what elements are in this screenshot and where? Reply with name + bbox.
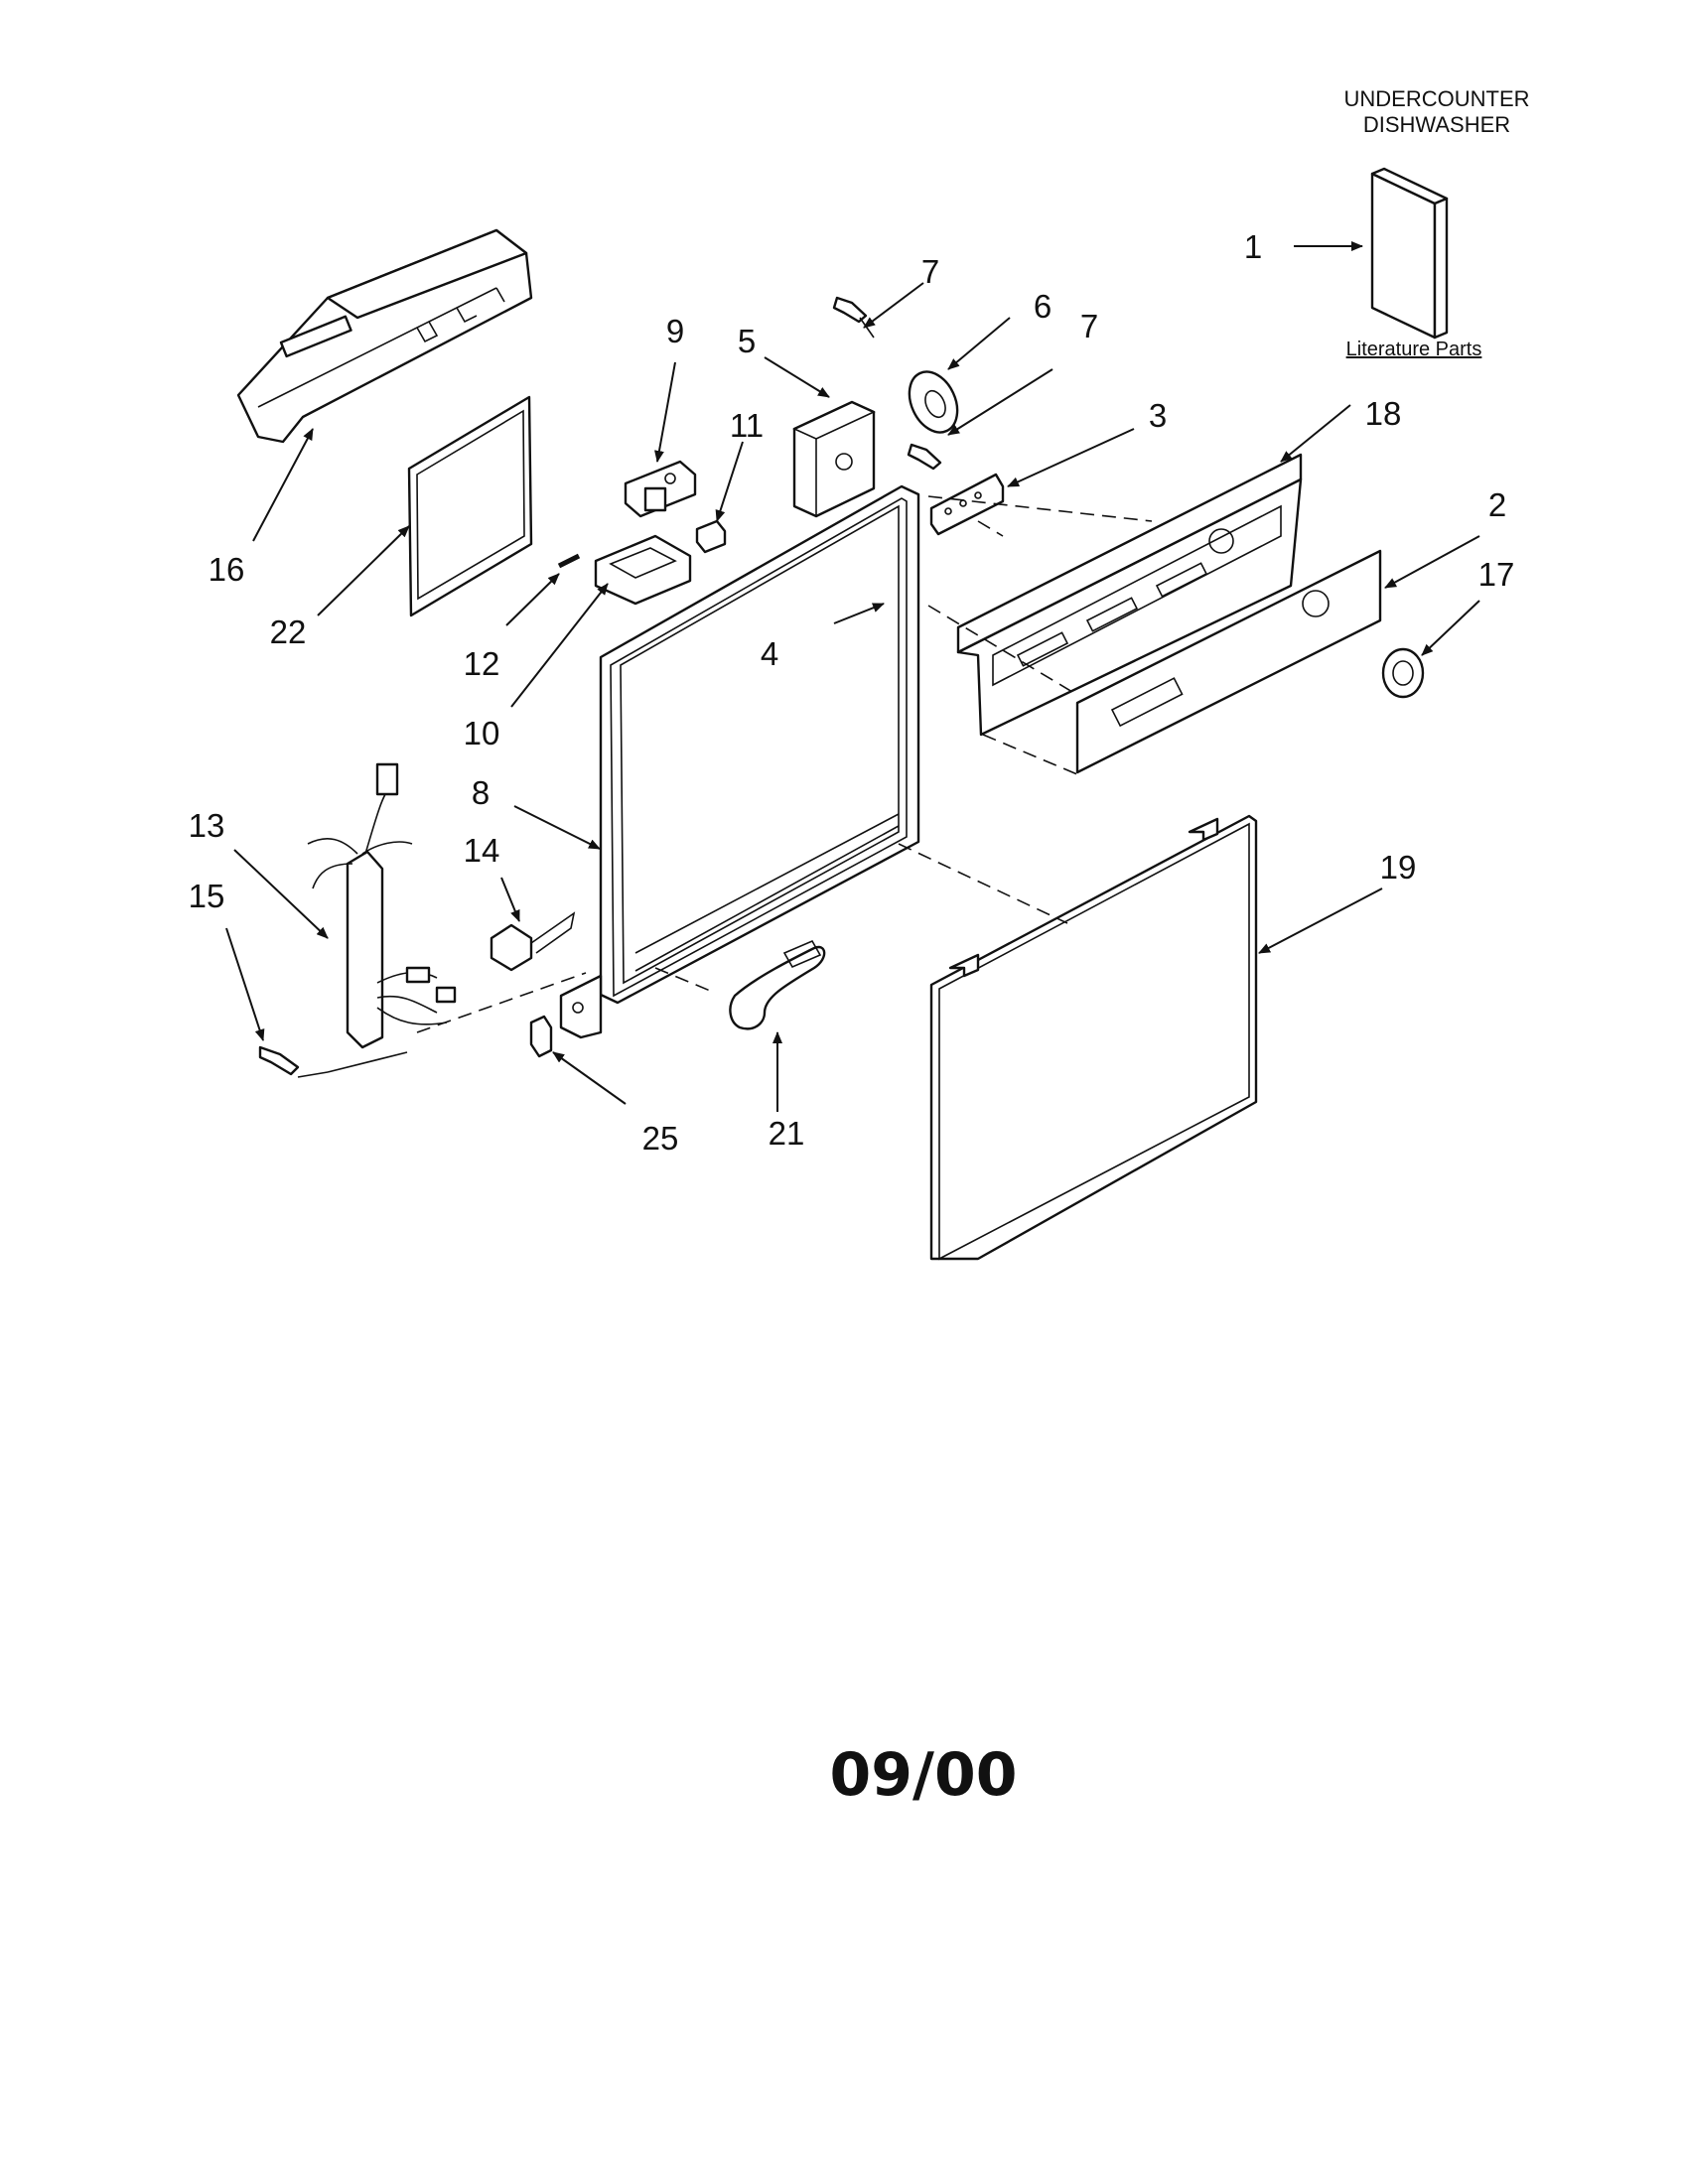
callout-12: 12	[464, 645, 500, 682]
part-19-door-panel	[929, 814, 1258, 1261]
callout-9: 9	[666, 313, 684, 349]
part-10-bracket	[594, 534, 692, 606]
part-12-pin	[557, 553, 581, 569]
callout-10: 10	[464, 715, 500, 751]
callout-18: 18	[1365, 395, 1402, 432]
literature-booklet	[1370, 167, 1449, 340]
part-5-timer	[792, 400, 876, 518]
callout-21: 21	[769, 1115, 805, 1152]
callout-15: 15	[189, 878, 225, 914]
callout-14: 14	[464, 832, 500, 869]
part-6-dial	[908, 370, 959, 434]
part-17-knob	[1381, 647, 1425, 699]
footer-date: 09/00	[830, 1740, 1018, 1810]
callout-5: 5	[738, 323, 756, 359]
callout-4: 4	[761, 635, 778, 672]
part-7-screw-top	[832, 296, 875, 339]
literature-parts-label: Literature Parts	[1346, 339, 1482, 360]
callout-1: 1	[1244, 228, 1262, 265]
part-11-clip	[695, 519, 727, 554]
diagram-title-line2: DISHWASHER	[1363, 112, 1510, 137]
callout-3: 3	[1149, 397, 1167, 434]
part-7-screw-mid	[907, 443, 942, 471]
part-13-wire-harness	[307, 762, 457, 1049]
part-18-control-panel	[956, 453, 1303, 737]
callout-25: 25	[642, 1120, 679, 1157]
callout-16: 16	[209, 551, 245, 588]
callout-7-mid: 7	[1080, 308, 1098, 344]
part-15-screw	[258, 1045, 300, 1076]
callout-11: 11	[730, 407, 764, 444]
callout-8: 8	[472, 774, 490, 811]
part-21-clip	[729, 939, 826, 1030]
part-25-plug	[529, 1015, 553, 1058]
part-9-switch	[624, 460, 697, 518]
callout-13: 13	[189, 807, 225, 844]
part-16-housing	[236, 228, 533, 444]
callout-17: 17	[1478, 556, 1515, 593]
diagram-title-line1: UNDERCOUNTER	[1344, 86, 1530, 111]
part-14-switch	[490, 911, 576, 972]
callout-22: 22	[270, 614, 307, 650]
callout-7-top: 7	[921, 253, 939, 290]
callout-2: 2	[1488, 486, 1506, 523]
part-2-fascia	[1075, 549, 1382, 774]
callout-6: 6	[1034, 288, 1052, 325]
part-22-insulation	[407, 395, 533, 617]
part-8-door-frame	[559, 484, 920, 1039]
part-3-bracket	[929, 473, 1005, 536]
callout-19: 19	[1380, 849, 1417, 886]
